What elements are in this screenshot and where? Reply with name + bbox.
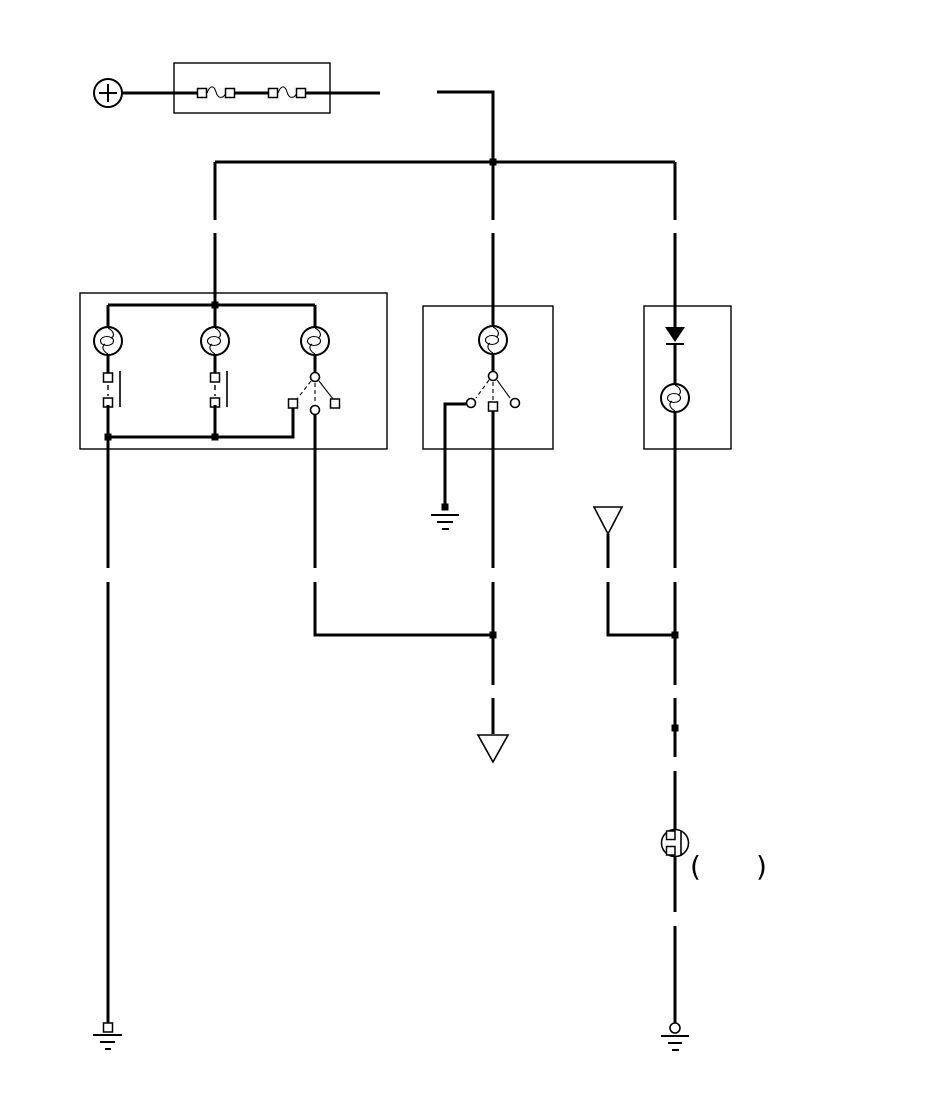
fuse-2-icon xyxy=(267,86,307,99)
inline-connector-icon xyxy=(660,828,690,858)
bulb-icon xyxy=(660,383,690,413)
three-position-switch-icon xyxy=(287,371,341,416)
junction-dot xyxy=(489,631,497,639)
splice-dot xyxy=(671,724,679,732)
plunger-switch-icon xyxy=(209,370,228,408)
ground-icon-right xyxy=(661,1022,689,1051)
wire-triangle-branch xyxy=(606,534,675,637)
bulb-icon xyxy=(478,325,508,355)
ground-icon-left xyxy=(93,1022,122,1050)
ground-icon-middle xyxy=(431,503,459,530)
wire-internal-bottom-bus xyxy=(108,408,295,439)
fuse-box xyxy=(173,62,331,114)
wire-switch-to-ground xyxy=(443,402,466,505)
connector-label-close-paren: ) xyxy=(756,850,767,883)
middle-component-box xyxy=(422,305,554,505)
bulb-icon xyxy=(200,326,230,356)
diode-icon xyxy=(665,327,685,345)
wire-feed-drop xyxy=(437,90,495,162)
triangle-connector-icon xyxy=(592,506,624,536)
plunger-switch-icon xyxy=(102,370,121,408)
right-component-box xyxy=(643,305,732,450)
bulb-icon xyxy=(93,326,123,356)
bulb-icon xyxy=(300,326,330,356)
three-position-switch-icon xyxy=(465,370,521,412)
connector-label-open-paren: ( xyxy=(690,850,701,883)
wire-left-switch-output xyxy=(313,414,493,637)
fuse-1-icon xyxy=(196,86,236,99)
left-component-box xyxy=(79,292,388,450)
junction-dot xyxy=(211,433,219,441)
battery-icon xyxy=(93,78,123,108)
triangle-connector-icon xyxy=(476,734,510,764)
